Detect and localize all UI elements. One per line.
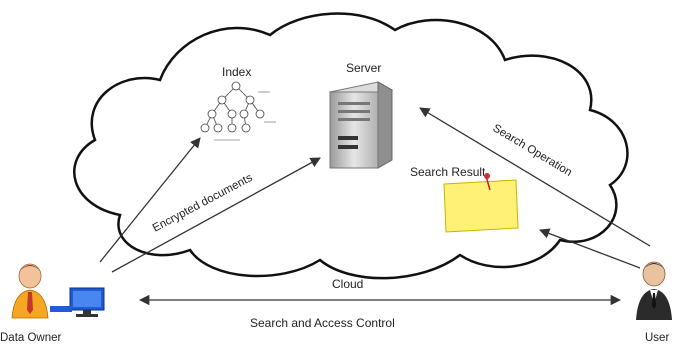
server-label: Server: [346, 61, 381, 75]
index-tree-icon: [200, 81, 276, 141]
search-access-control-label: Search and Access Control: [250, 316, 395, 330]
user-icon: [636, 261, 672, 320]
user-label: User: [645, 332, 669, 344]
sticky-note-icon: [443, 173, 519, 233]
server-icon: [328, 81, 394, 169]
cloud-label: Cloud: [332, 277, 363, 291]
arrow-owner-to-index: [99, 137, 201, 263]
index-label: Index: [222, 65, 251, 79]
search-result-label: Search Result: [410, 165, 486, 179]
arrow-user-to-result: [539, 228, 641, 269]
data-owner-label: Data Owner: [0, 332, 62, 344]
arrow-user-to-server: [419, 107, 651, 247]
data-owner-icon: [11, 263, 105, 319]
arrow-owner-to-server: [111, 157, 321, 273]
